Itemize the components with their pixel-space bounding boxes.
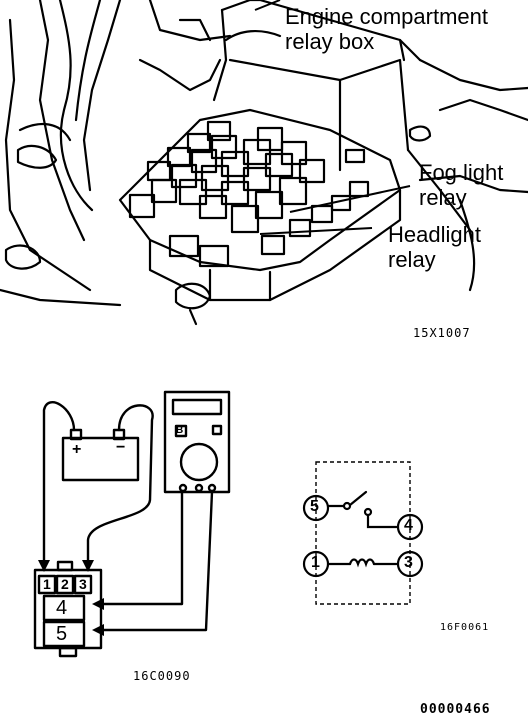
- headlight-label-line2: relay: [388, 247, 436, 272]
- relay-box-label-line2: relay box: [285, 29, 375, 54]
- terminal-5: [302, 494, 330, 522]
- battery-negative-sign: −: [116, 439, 126, 456]
- relay-pin-1: 1: [43, 576, 51, 592]
- relay-box-label: Engine compartment relay box: [285, 6, 488, 53]
- schematic-terminal-5: 5: [310, 498, 319, 515]
- meter-b-label: B: [176, 425, 184, 436]
- battery: [61, 436, 140, 482]
- relay-box-label-line1: Engine compartment: [285, 4, 488, 29]
- schematic-terminal-4: 4: [404, 517, 413, 534]
- relay-pin-2: 2: [61, 576, 69, 592]
- battery-positive-sign: +: [72, 441, 82, 458]
- figure-code-top: 15X1007: [413, 326, 471, 340]
- fog-light-relay-label: Fog light relay: [419, 162, 503, 209]
- headlight-label-line1: Headlight: [388, 222, 481, 247]
- schematic-terminal-1: 1: [311, 554, 320, 571]
- relay-pin-3: 3: [79, 576, 87, 592]
- fog-light-label-line1: Fog light: [419, 160, 504, 185]
- figure-code-test-setup: 16C0090: [133, 669, 191, 683]
- ohmmeter: [163, 390, 231, 494]
- figure-code-schematic: 16F0061: [440, 622, 490, 633]
- page-code: 00000466: [420, 702, 491, 717]
- schematic-terminal-3: 3: [404, 554, 413, 571]
- relay-box-illustration: [0, 0, 528, 326]
- headlight-relay-label: Headlight relay: [388, 224, 481, 271]
- relay-pin-5: 5: [56, 623, 68, 645]
- relay-pin-4: 4: [56, 597, 68, 619]
- fog-light-label-line2: relay: [419, 185, 467, 210]
